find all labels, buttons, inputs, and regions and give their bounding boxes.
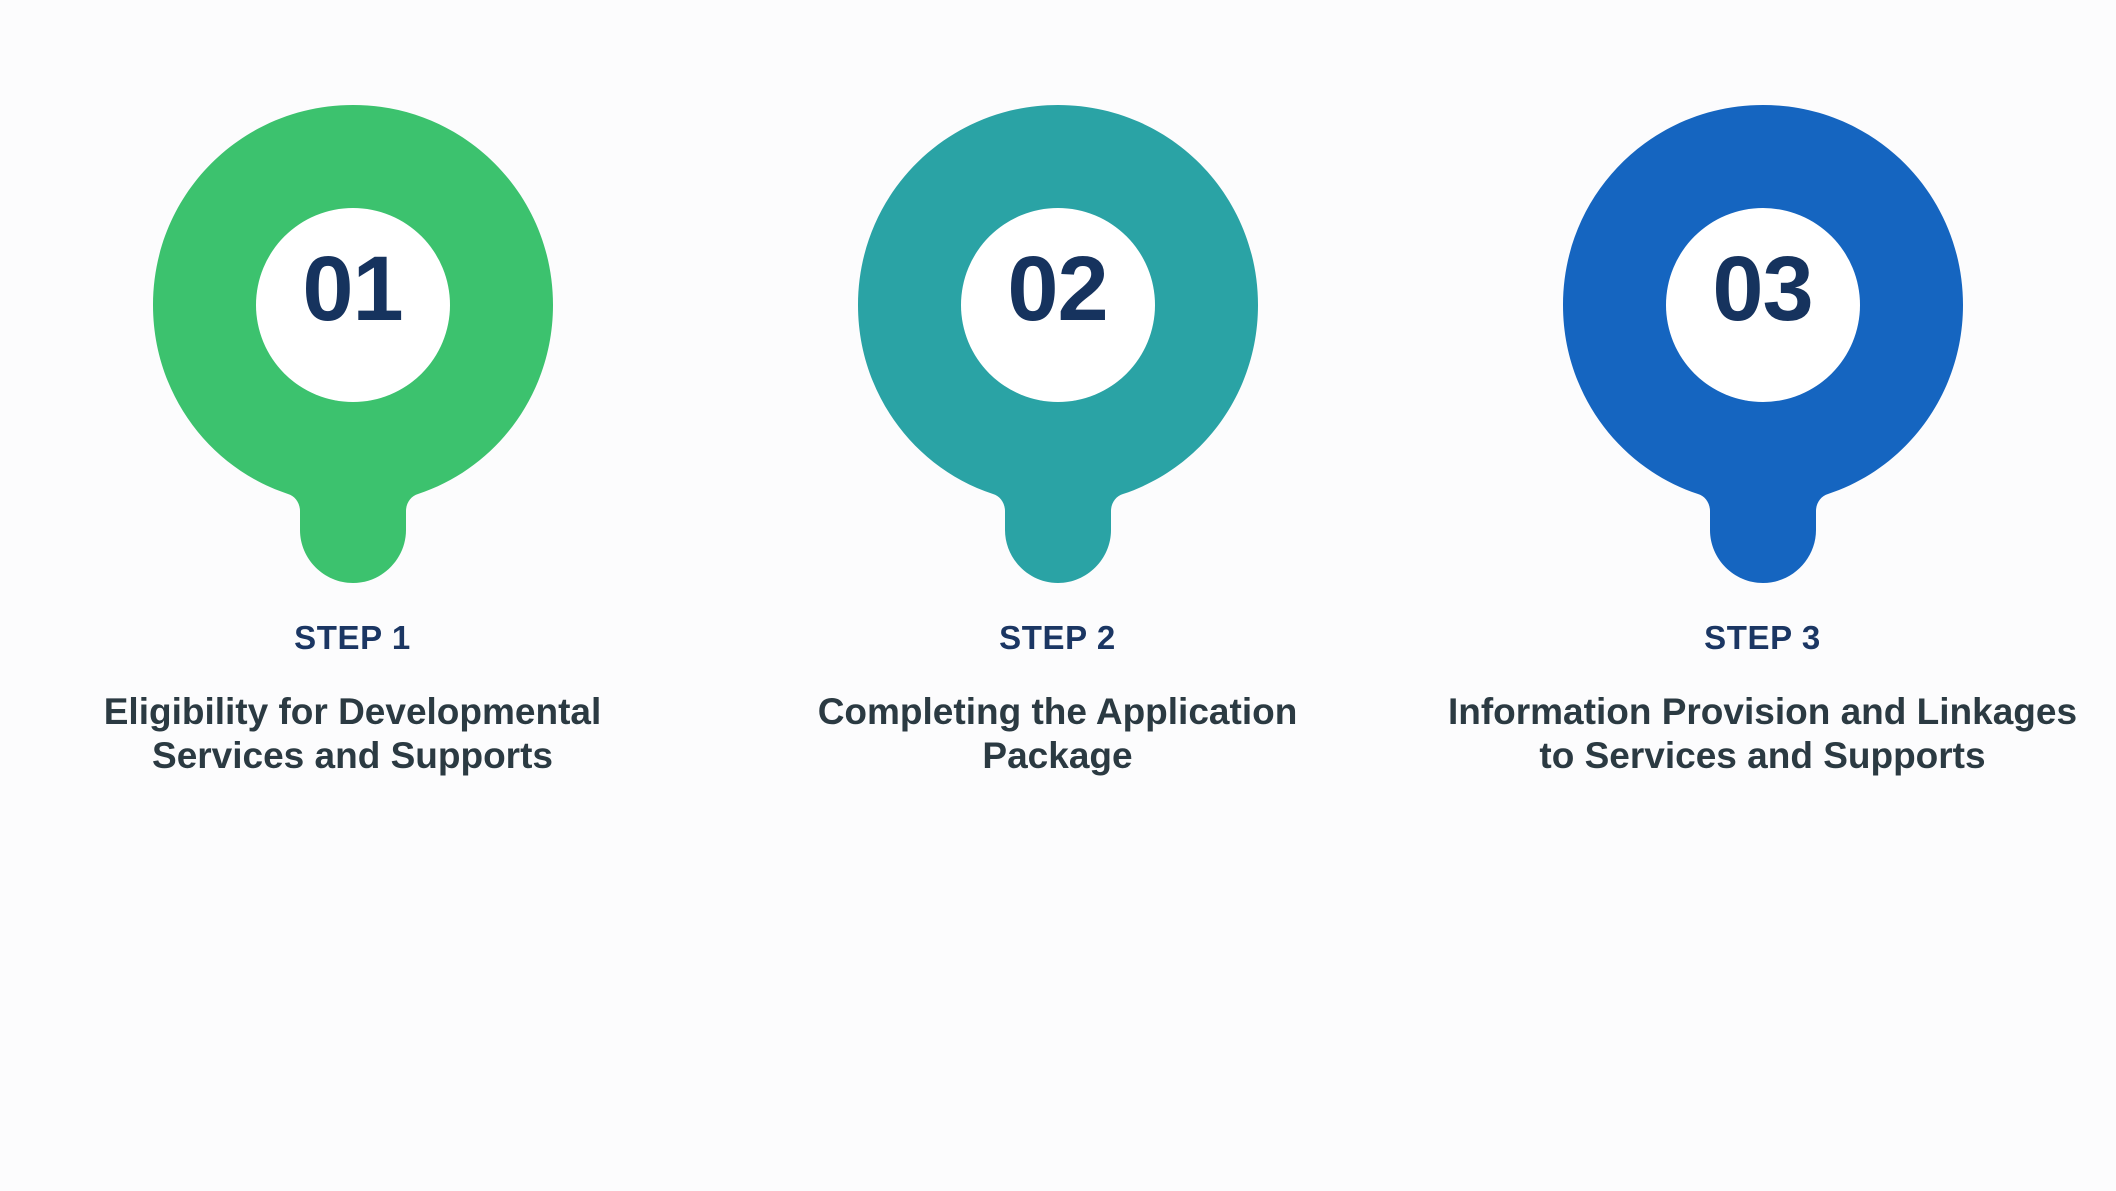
caption-block-3: STEP 3 Information Provision and Linkage… <box>1410 619 2115 778</box>
caption-block-2: STEP 2 Completing the Application Packag… <box>705 619 1410 778</box>
step-label-2: STEP 2 <box>999 619 1116 656</box>
pin-inner-circle <box>255 208 450 402</box>
pin-marker-2[interactable]: 02 <box>705 0 1410 600</box>
step-description-1: Eligibility for Developmental Services a… <box>103 691 602 776</box>
step-column-1[interactable]: 01 STEP 1 Eligibility for Developmental … <box>0 0 705 1191</box>
step-number-1: 01 <box>302 238 403 340</box>
pin-inner-circle <box>1665 208 1860 402</box>
pin-shape-2 <box>857 105 1258 583</box>
pin-shape-3 <box>1562 105 1963 583</box>
pin-shape-1 <box>152 105 553 583</box>
map-pin-icon <box>1562 105 1963 583</box>
step-description-2: Completing the Application Package <box>817 691 1298 776</box>
caption-block-1: STEP 1 Eligibility for Developmental Ser… <box>0 619 705 778</box>
pin-marker-1[interactable]: 01 <box>0 0 705 600</box>
step-column-3[interactable]: 03 STEP 3 Information Provision and Link… <box>1410 0 2115 1191</box>
step-number-3: 03 <box>1712 238 1813 340</box>
pin-marker-3[interactable]: 03 <box>1410 0 2115 600</box>
map-pin-icon <box>857 105 1258 583</box>
map-pin-icon <box>152 105 553 583</box>
pin-inner-circle <box>960 208 1155 402</box>
step-label-1: STEP 1 <box>294 619 411 656</box>
step-number-2: 02 <box>1007 238 1108 340</box>
step-label-3: STEP 3 <box>1704 619 1821 656</box>
step-description-3: Information Provision and Linkages to Se… <box>1447 691 2078 776</box>
step-column-2[interactable]: 02 STEP 2 Completing the Application Pac… <box>705 0 1410 1191</box>
